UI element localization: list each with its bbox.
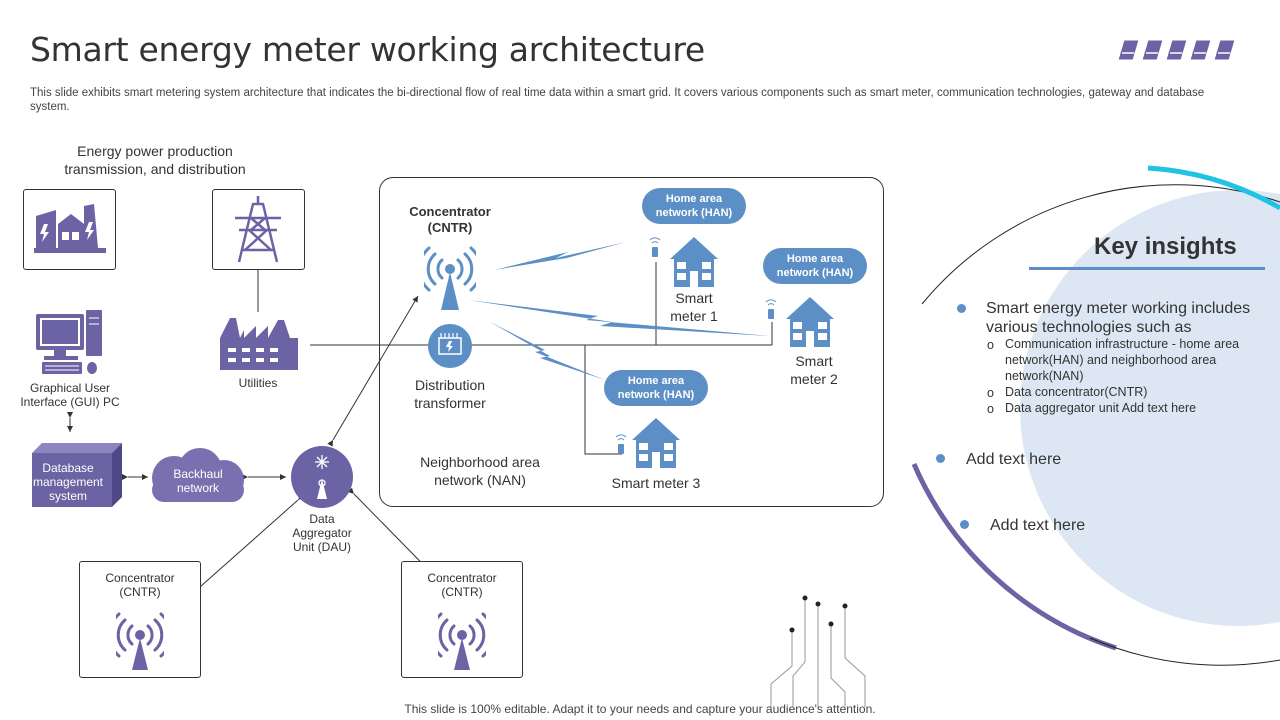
insight-point-2: Add text here [966, 451, 1062, 468]
concentrator-left-label-line-2: (CNTR) [119, 585, 161, 599]
house-icon [649, 237, 718, 287]
meter-2-label-line-2: meter 2 [790, 371, 838, 387]
insights-circle-graphic [911, 165, 1280, 666]
han-badge-2-line-1: Home area [786, 253, 844, 265]
footer-note: This slide is 100% editable. Adapt it to… [404, 702, 876, 716]
han-badge-2: Home area network (HAN) [763, 248, 867, 284]
backhaul-label: Backhaul network [148, 467, 248, 495]
house-icon [765, 297, 834, 347]
sub-point-3: Data aggregator unit Add text here [1005, 401, 1197, 415]
concentrator-box-right: Concentrator (CNTR) [401, 561, 523, 678]
bullet-dot [957, 304, 966, 313]
concentrator-right-label-line-2: (CNTR) [441, 585, 483, 599]
distribution-label-line-1: Distribution [414, 377, 486, 393]
han-badge-2-line-2: network (HAN) [776, 267, 854, 279]
dau-label-line-1: Data [309, 512, 335, 526]
concentrator-right-label-line-1: Concentrator [427, 571, 497, 585]
insight-point-1-line-1: Smart energy meter working includes [986, 300, 1251, 317]
database-cube [32, 443, 122, 507]
database-label-line-3: system [48, 489, 87, 503]
han-badge-3: Home area network (HAN) [604, 370, 708, 406]
han-badge-3-line-1: Home area [627, 375, 685, 387]
insights-title-underline [1029, 267, 1265, 270]
bullet-dot [960, 520, 969, 529]
sub-bullet-icon: o [987, 402, 994, 416]
han-badge-1: Home area network (HAN) [642, 188, 746, 224]
dau-label-line-2: Aggregator [292, 526, 352, 540]
sub-bullet-icon: o [987, 338, 994, 352]
thin-outer-arc [921, 184, 1280, 305]
circuit-decoration [770, 595, 866, 707]
sub-point-1-line-2: network(HAN) and neighborhood area [1005, 353, 1217, 367]
production-label-line-2: transmission, and distribution [64, 161, 246, 177]
han-badge-1-line-2: network (HAN) [655, 207, 733, 219]
data-aggregator-icon [291, 446, 353, 508]
backhaul-label-line-2: network [176, 481, 220, 495]
bullet-dot [936, 454, 945, 463]
production-label-line-1: Energy power production [77, 143, 233, 159]
gui-label-line-2: Interface (GUI) PC [20, 395, 120, 409]
backhaul-cloud-icon [152, 448, 244, 502]
han-badge-1-line-1: Home area [665, 193, 723, 205]
decorative-stripes [1117, 39, 1236, 61]
nan-label-line-1: Neighborhood area [420, 454, 540, 470]
sub-point-2: Data concentrator(CNTR) [1005, 385, 1148, 399]
sub-point-1-line-1: Communication infrastructure - home area [1005, 337, 1240, 351]
meter-3-label: Smart meter 3 [611, 475, 701, 491]
factory-icon [220, 318, 298, 370]
database-label-line-1: Database [42, 461, 94, 475]
concentrator-box-left: Concentrator (CNTR) [79, 561, 201, 678]
power-plant-box [23, 189, 116, 270]
sub-bullet-icon: o [987, 386, 994, 400]
sub-point-1-line-3: network(NAN) [1005, 369, 1084, 383]
transmission-tower-icon [235, 196, 281, 263]
page-title: Smart energy meter working architecture [30, 30, 705, 69]
thin-bottom-arc [1089, 637, 1280, 666]
purple-arc [911, 463, 1117, 651]
dau-label-line-3: Unit (DAU) [292, 540, 351, 554]
insight-point-3: Add text here [990, 517, 1086, 534]
antenna-icon [424, 246, 476, 310]
database-label: Database management system [30, 461, 106, 503]
meter-1-label-line-1: Smart [675, 290, 713, 306]
backhaul-label-line-1: Backhaul [173, 467, 223, 481]
concentrator-main-label: Concentrator (CNTR) [395, 204, 505, 236]
house-icon [615, 418, 680, 468]
database-label-line-2: management [32, 475, 104, 489]
concentrator-left-label-line-1: Concentrator [105, 571, 175, 585]
nan-label-line-2: network (NAN) [434, 472, 526, 488]
nan-frame [379, 177, 884, 507]
cyan-arc [1147, 165, 1280, 211]
insights-title: Key insights [1094, 233, 1237, 260]
utilities-label: Utilities [238, 376, 278, 390]
distribution-label-line-2: transformer [414, 395, 486, 411]
power-plant-icon [34, 204, 106, 253]
concentrator-main-label-line-1: Concentrator [409, 204, 491, 219]
insights-background-circle [1020, 190, 1280, 626]
page-subtitle: This slide exhibits smart metering syste… [30, 87, 1205, 113]
han-badge-3-line-2: network (HAN) [617, 389, 695, 401]
antenna-icon [438, 612, 486, 670]
computer-icon [36, 310, 102, 374]
transformer-icon [428, 324, 472, 368]
meter-2-label-line-1: Smart [795, 353, 833, 369]
insight-point-1-line-2: various technologies such as [986, 319, 1192, 336]
antenna-icon [116, 612, 164, 670]
transmission-tower-box [212, 189, 305, 270]
meter-1-label-line-2: meter 1 [670, 308, 718, 324]
lightning-bolt-icon [494, 242, 626, 270]
concentrator-main-label-line-2: (CNTR) [427, 220, 473, 235]
gui-label-line-1: Graphical User [29, 381, 111, 395]
